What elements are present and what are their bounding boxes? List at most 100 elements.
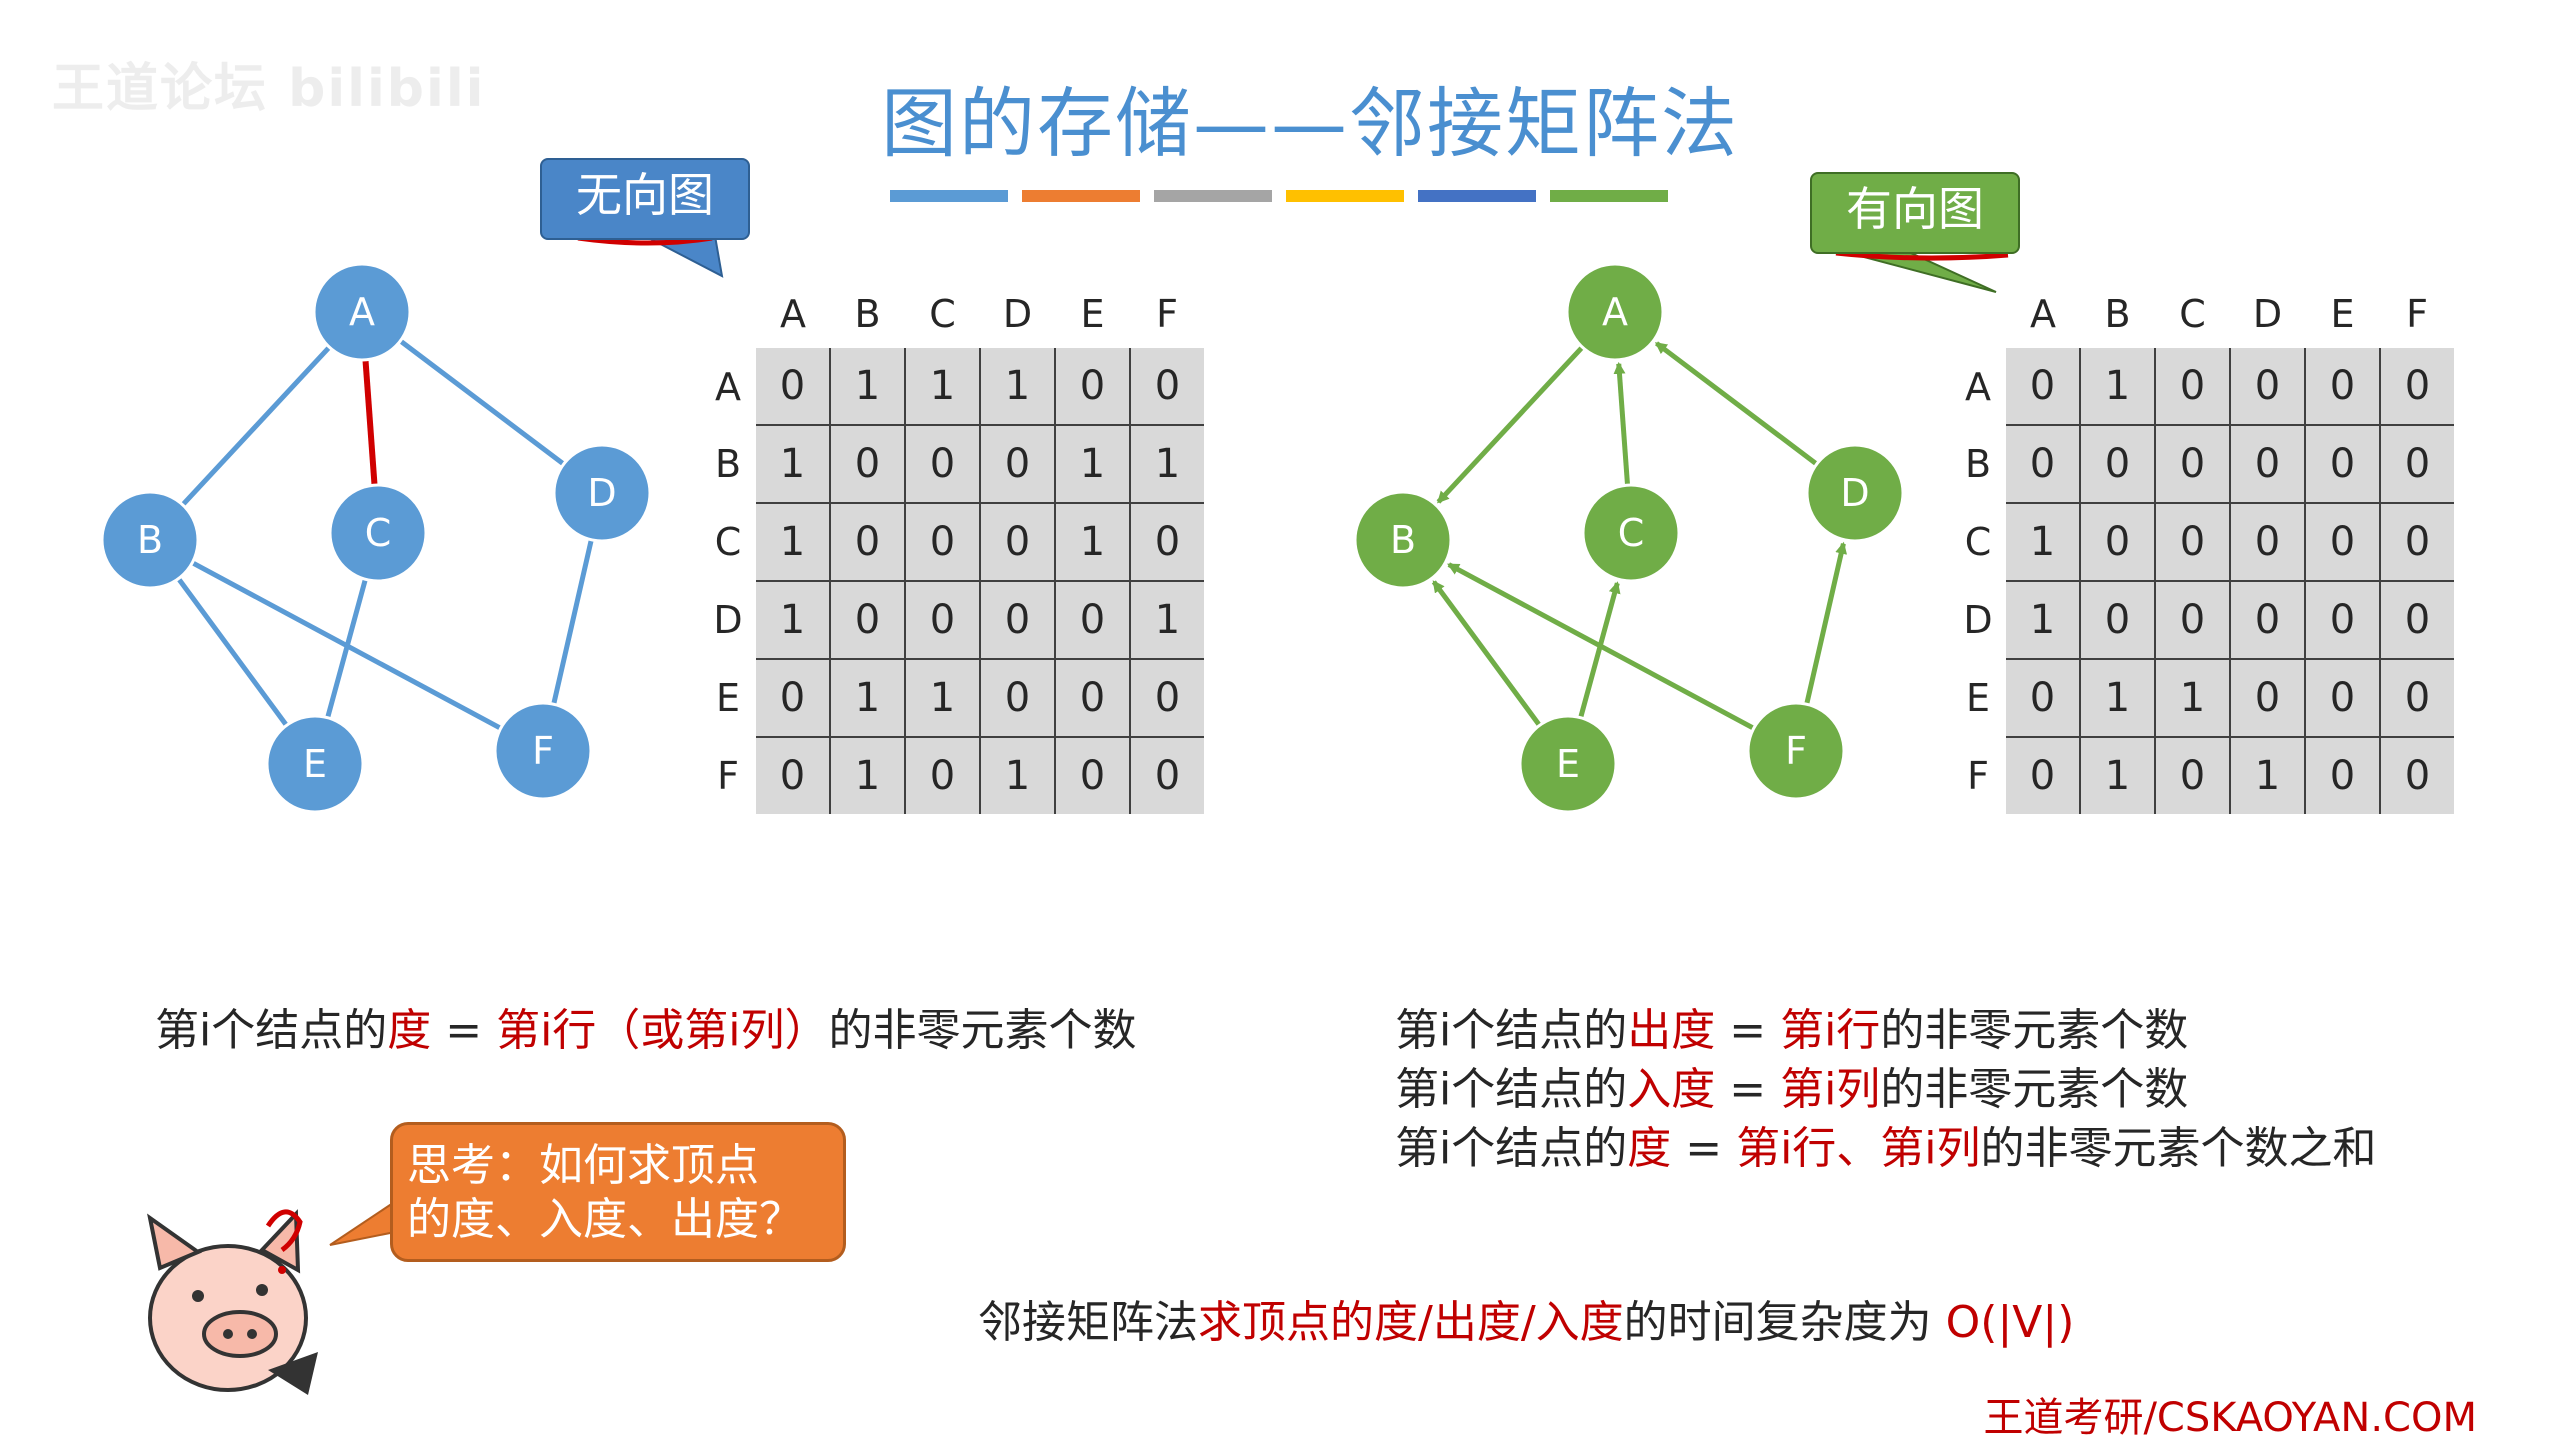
note-highlight: 出度 (1627, 1005, 1716, 1056)
matrix-col-header: B (2104, 292, 2131, 336)
graph-node-label: E (1556, 742, 1580, 786)
matrix-cell: 0 (2079, 580, 2156, 660)
watermark: 王道论坛 bilibili (52, 59, 486, 119)
matrix-row-header: D (713, 598, 743, 642)
matrix-cell: 0 (756, 348, 831, 426)
think-line-1: 思考：如何求顶点 (407, 1140, 759, 1191)
matrix-cell: 1 (2079, 348, 2156, 426)
matrix-cell: 1 (1129, 424, 1204, 504)
matrix-cell: 1 (756, 424, 831, 504)
matrix-cell: 1 (756, 580, 831, 660)
graph-node-c (1581, 483, 1681, 583)
color-bar-gray (1154, 190, 1272, 202)
graph-arc-e-b (1431, 580, 1542, 727)
pig-mascot-icon (147, 1209, 318, 1395)
matrix-cell: 0 (1129, 658, 1204, 738)
graph-edge-d-f (551, 539, 594, 705)
matrix-cell: 1 (2154, 658, 2231, 738)
graph-node-e (1518, 714, 1618, 814)
matrix-cell: 1 (979, 736, 1056, 814)
note-text: 第i个结点的 (1395, 1123, 1628, 1174)
note-highlight: O(|V|) (1945, 1297, 2075, 1348)
graph-node-label: A (349, 290, 375, 334)
matrix-cell: 0 (904, 736, 981, 814)
matrix-cell: 0 (2379, 736, 2454, 814)
graph-edge-a-d (398, 338, 566, 467)
matrix-cell: 0 (2229, 348, 2306, 426)
matrix-cell: 0 (2379, 502, 2454, 582)
matrix-cell: 0 (1054, 658, 1131, 738)
matrix-cell: 1 (1054, 424, 1131, 504)
matrix-cell: 0 (2154, 736, 2231, 814)
undirected-edges (176, 338, 594, 731)
matrix-corner (1950, 280, 2006, 348)
matrix-cell: 1 (979, 348, 1056, 426)
matrix-cell: 1 (829, 658, 906, 738)
note-text: = (1671, 1123, 1737, 1174)
matrix-cell: 0 (756, 736, 831, 814)
graph-arc-e-c (1578, 581, 1621, 719)
note-highlight: 第i行（或第i列） (496, 1005, 829, 1056)
matrix-cell: 0 (904, 580, 981, 660)
graph-node-label: C (1618, 511, 1645, 555)
matrix-cell: 1 (2079, 658, 2156, 738)
matrix-row-header: B (714, 442, 742, 486)
matrix-cell: 0 (2304, 502, 2381, 582)
matrix-cell: 0 (2154, 424, 2231, 504)
matrix-cell: 0 (829, 580, 906, 660)
slide-title: 图的存储——邻接矩阵法 (881, 79, 1739, 168)
note-text: 的非零元素个数之和 (1980, 1123, 2377, 1174)
matrix-cell: 1 (2006, 580, 2081, 660)
directed-edges (1431, 341, 1848, 731)
matrix-corner (700, 280, 756, 348)
note-text: = (1715, 1005, 1781, 1056)
matrix-cell: 1 (829, 736, 906, 814)
matrix-cell: 0 (2229, 580, 2306, 660)
graph-node-label: C (365, 511, 392, 555)
matrix-cell: 0 (829, 424, 906, 504)
matrix-cell: 0 (2079, 502, 2156, 582)
color-bar-dark-blue (1418, 190, 1536, 202)
matrix-cell: 0 (2379, 348, 2454, 426)
matrix-cell: 0 (2304, 736, 2381, 814)
graph-edge-b-e (176, 577, 289, 727)
matrix-cell: 0 (2154, 348, 2231, 426)
matrix-cell: 0 (2379, 424, 2454, 504)
footer-brand: 王道考研/CSKAOYAN.COM (1983, 1395, 2477, 1441)
matrix-row-header: E (715, 676, 740, 720)
matrix-cell: 0 (979, 580, 1056, 660)
matrix-cell: 0 (2079, 424, 2156, 504)
graph-node-a (1565, 262, 1665, 362)
graph-node-f (1746, 701, 1846, 801)
matrix-cell: 0 (2006, 658, 2081, 738)
matrix-cell: 0 (2379, 658, 2454, 738)
matrix-cell: 0 (2304, 348, 2381, 426)
graph-node-label: B (1390, 518, 1416, 562)
undirected-degree-rule: 第i个结点的度 = 第i行（或第i列）的非零元素个数 (155, 994, 1137, 1058)
directed-graph-callout: 有向图 (1810, 172, 2020, 254)
matrix-row-header: C (1964, 520, 1992, 564)
matrix-row-header: B (1964, 442, 1992, 486)
matrix-cell: 0 (2154, 502, 2231, 582)
matrix-cell: 1 (904, 348, 981, 426)
matrix-cell: 0 (2154, 580, 2231, 660)
matrix-row-header: A (1965, 364, 1991, 409)
graph-node-label: A (1602, 290, 1628, 334)
matrix-cell: 0 (1129, 348, 1204, 426)
graph-node-label: F (532, 729, 554, 773)
matrix-cell: 0 (2006, 424, 2081, 504)
graph-node-label: F (1785, 729, 1807, 773)
matrix-row-header: C (714, 520, 742, 564)
graph-edge-a-c (362, 359, 378, 486)
matrix-col-header: B (854, 292, 881, 336)
note-text: = (1715, 1064, 1781, 1115)
graph-node-d (552, 443, 652, 543)
callout-underline-mark (1835, 250, 2009, 261)
matrix-cell: 0 (1054, 580, 1131, 660)
